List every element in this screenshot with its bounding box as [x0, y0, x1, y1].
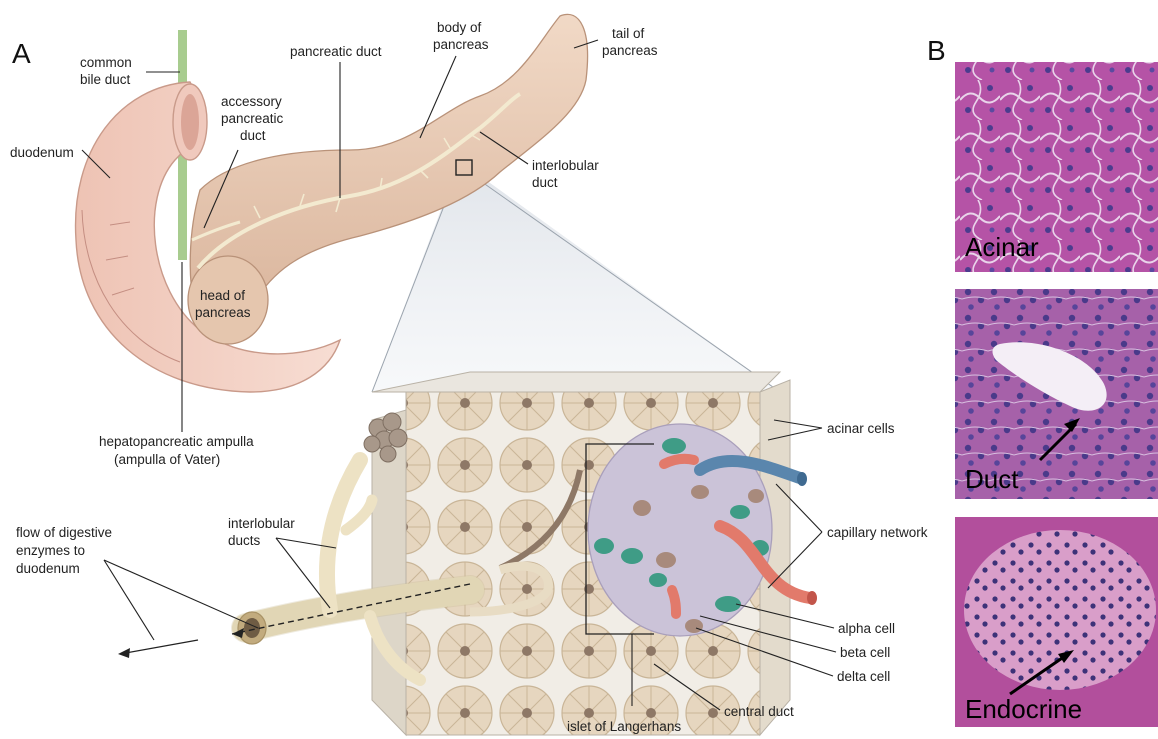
micrograph-endocrine: Endocrine: [955, 517, 1158, 727]
panel-b-letter: B: [927, 35, 946, 66]
svg-text:capillary network: capillary network: [827, 525, 928, 540]
label-capillary-network: capillary network: [768, 484, 928, 588]
svg-text:Endocrine: Endocrine: [965, 694, 1082, 724]
micrograph-duct: Duct: [955, 289, 1158, 499]
svg-text:duodenum: duodenum: [10, 145, 74, 160]
panel-a-letter: A: [12, 38, 31, 69]
delta-cell: [685, 619, 703, 633]
micrograph-acinar: Acinar: [955, 62, 1158, 272]
alpha-cell: [662, 438, 686, 454]
svg-text:acinar cells: acinar cells: [827, 421, 895, 436]
svg-text:Duct: Duct: [965, 464, 1019, 494]
islet-region: [964, 530, 1156, 690]
flow-arrow-outer: [120, 640, 198, 654]
svg-text:islet of Langerhans: islet of Langerhans: [567, 719, 681, 734]
svg-text:alpha cell: alpha cell: [838, 621, 895, 636]
svg-text:beta cell: beta cell: [840, 645, 890, 660]
svg-text:delta cell: delta cell: [837, 669, 890, 684]
svg-text:central duct: central duct: [724, 704, 794, 719]
svg-text:hepatopancreatic ampulla(ampul: hepatopancreatic ampulla(ampulla of Vate…: [99, 434, 254, 467]
label-islet-of-langerhans: islet of Langerhans: [567, 719, 681, 734]
svg-text:pancreatic duct: pancreatic duct: [290, 44, 382, 59]
svg-text:Acinar: Acinar: [965, 232, 1039, 262]
